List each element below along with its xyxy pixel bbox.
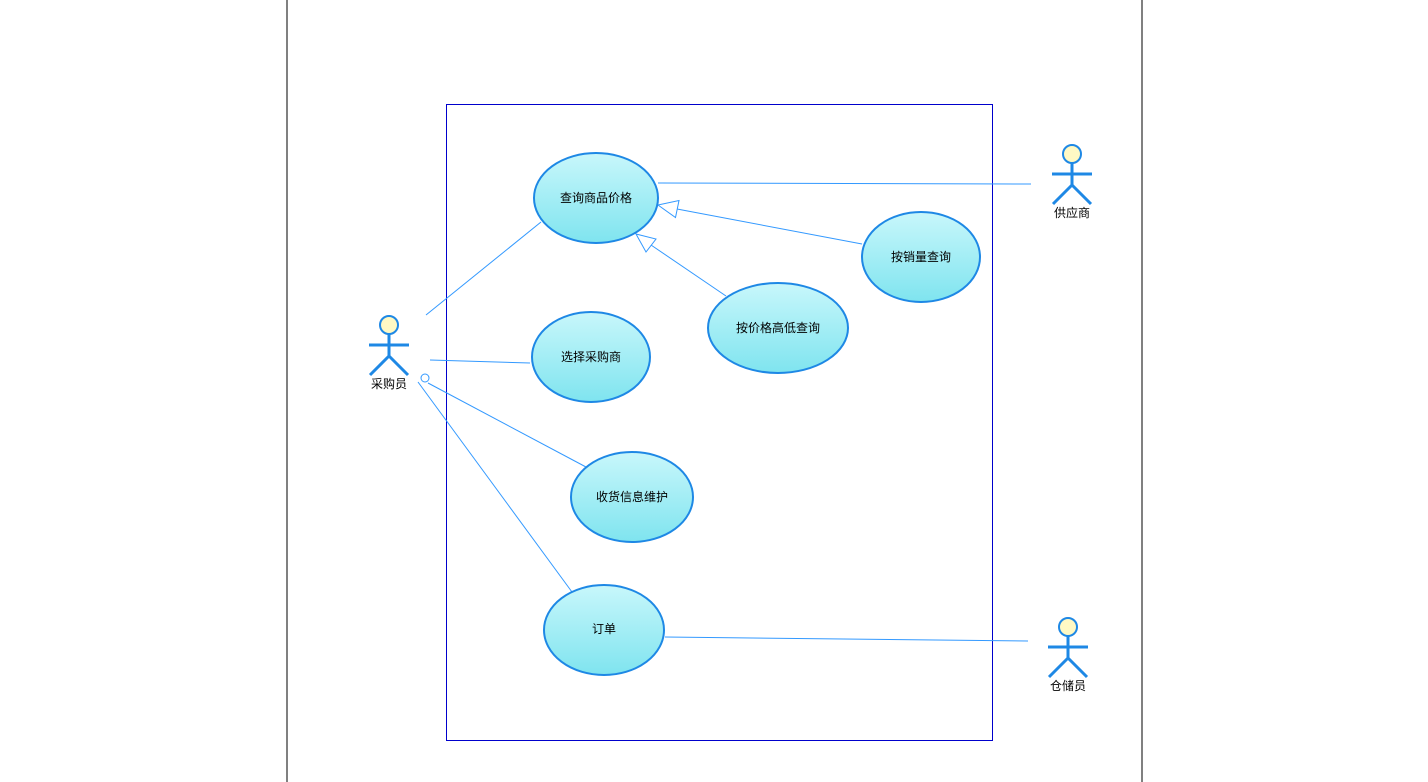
actor-label: 采购员 (371, 376, 407, 391)
usecase-label: 查询商品价格 (560, 190, 632, 205)
generalization-by-price-arrowhead (635, 233, 657, 253)
association-warehouse-order[interactable] (664, 636, 1029, 642)
usecase-by-price[interactable]: 按价格高低查询 (707, 282, 849, 374)
usecase-label: 收货信息维护 (596, 489, 668, 504)
actor-warehouse[interactable]: 仓储员 (1047, 617, 1089, 693)
association-buyer-order[interactable] (417, 381, 573, 593)
system-boundary (446, 104, 993, 741)
actor-head (379, 315, 399, 335)
actor-head (1058, 617, 1078, 637)
actor-supplier[interactable]: 供应商 (1051, 144, 1093, 220)
generalization-by-sales-line[interactable] (676, 208, 863, 245)
actor-label: 供应商 (1054, 205, 1090, 220)
association-buyer-query-price[interactable] (425, 221, 542, 316)
association-end-marker (420, 373, 430, 383)
usecase-label: 订单 (592, 622, 616, 636)
usecase-by-sales[interactable]: 按销量查询 (861, 211, 981, 303)
generalization-by-price-line[interactable] (650, 244, 727, 297)
associations (417, 182, 1032, 642)
association-buyer-select-supplier[interactable] (429, 359, 531, 364)
usecase-receipt-info[interactable]: 收货信息维护 (570, 451, 694, 543)
usecase-label: 选择采购商 (561, 349, 621, 364)
generalization-by-sales-arrowhead (656, 199, 680, 219)
association-supplier-query-price[interactable] (657, 182, 1032, 185)
actor-head (1062, 144, 1082, 164)
usecase-select-supplier[interactable]: 选择采购商 (531, 311, 651, 403)
usecase-label: 按销量查询 (891, 250, 951, 264)
association-buyer-receipt-info[interactable] (427, 382, 587, 468)
usecase-query-price[interactable]: 查询商品价格 (533, 152, 659, 244)
usecase-label: 按价格高低查询 (736, 320, 820, 335)
actor-buyer[interactable]: 采购员 (368, 315, 410, 391)
generalizations (635, 199, 863, 297)
actor-label: 仓储员 (1050, 678, 1086, 693)
usecase-order[interactable]: 订单 (543, 584, 665, 676)
